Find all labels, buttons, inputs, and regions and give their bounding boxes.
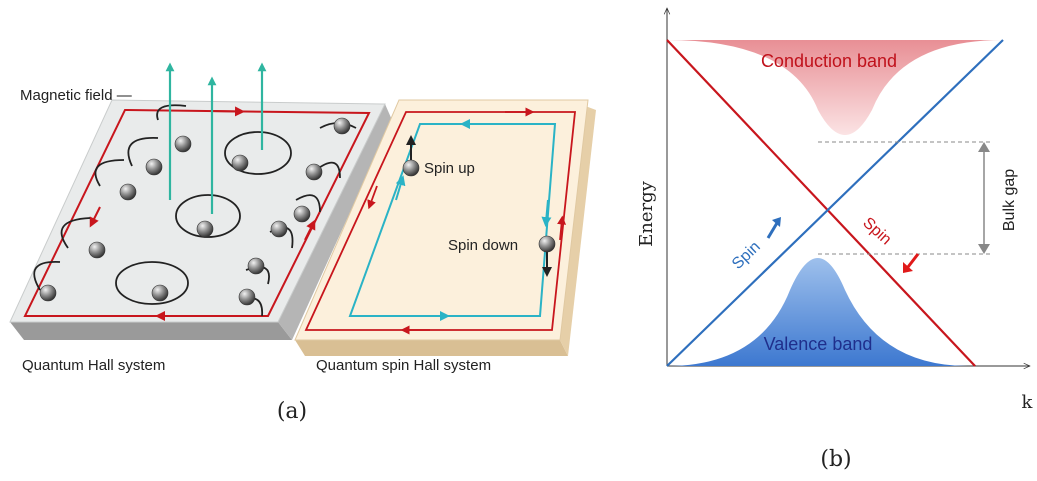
spin-up-arrow xyxy=(766,222,779,239)
conduction-band xyxy=(667,40,1003,135)
quantum-hall-label: Quantum Hall system xyxy=(22,357,165,374)
quantum-spin-hall-slab xyxy=(294,99,596,356)
spin-up-label: Spin up xyxy=(424,160,475,177)
valence-band-label: Valence band xyxy=(764,334,873,354)
spin-down-label: Spin down xyxy=(448,237,518,254)
x-axis-label: k xyxy=(1022,392,1034,413)
bulk-gap-label: Bulk gap xyxy=(1001,169,1018,231)
valence-band xyxy=(667,258,968,366)
red-edge-state-line xyxy=(666,39,976,367)
caption-a: (a) xyxy=(277,399,307,424)
spin-down-arrow xyxy=(906,253,920,268)
band-diagram xyxy=(667,8,1030,366)
magnetic-field-label: Magnetic field — xyxy=(20,87,132,104)
caption-b: (b) xyxy=(820,447,851,472)
spin-right-label: Spin xyxy=(859,214,894,248)
quantum-hall-slab xyxy=(9,62,392,340)
quantum-spin-hall-label: Quantum spin Hall system xyxy=(316,357,491,374)
y-axis-label: Energy xyxy=(636,180,657,247)
spin-left-label: Spin xyxy=(729,238,764,272)
conduction-band-label: Conduction band xyxy=(761,51,897,71)
blue-edge-state-line xyxy=(666,39,1004,367)
